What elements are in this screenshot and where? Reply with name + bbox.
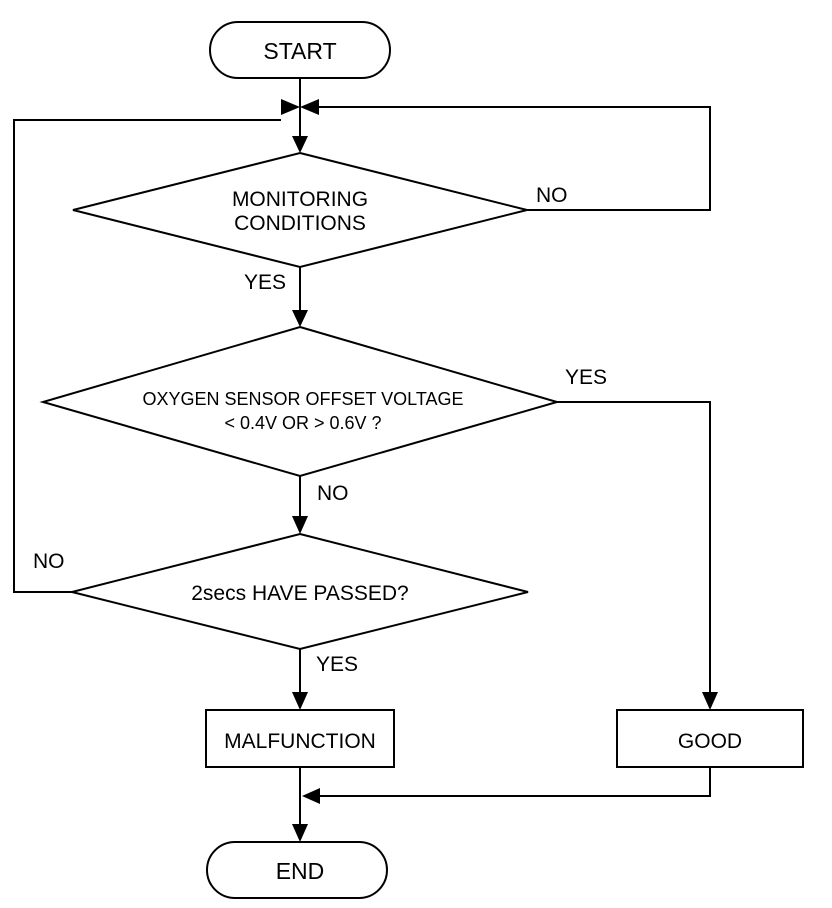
arrow-down-icon — [292, 692, 308, 710]
time-passed-label: 2secs HAVE PASSED? — [191, 582, 408, 605]
malfunction-label: MALFUNCTION — [224, 730, 376, 753]
good-label: GOOD — [678, 730, 742, 753]
edge-time-no-loop — [13, 119, 281, 593]
edge-good-to-merge — [318, 767, 711, 797]
end-label: END — [276, 858, 325, 884]
arrow-down-icon — [702, 692, 718, 710]
malfunction-box: MALFUNCTION — [205, 709, 395, 768]
arrow-down-icon — [292, 516, 308, 534]
end-terminal: END — [206, 841, 388, 899]
start-terminal: START — [209, 21, 391, 79]
offset-label-line2: < 0.4V OR > 0.6V ? — [224, 413, 381, 433]
offset-no-label: NO — [317, 482, 349, 505]
monitoring-label-line2: CONDITIONS — [234, 212, 366, 235]
arrow-down-icon — [281, 99, 300, 115]
offset-voltage-decision: OXYGEN SENSOR OFFSET VOLTAGE < 0.4V OR >… — [39, 325, 561, 478]
arrow-down-icon — [292, 310, 308, 327]
monitoring-no-label: NO — [536, 184, 568, 207]
time-no-label: NO — [33, 550, 65, 573]
offset-yes-label: YES — [565, 366, 607, 389]
good-box: GOOD — [616, 709, 804, 768]
arrow-left-icon — [302, 788, 320, 804]
edge-offset-yes — [557, 401, 711, 694]
offset-label-line1: OXYGEN SENSOR OFFSET VOLTAGE — [142, 389, 463, 409]
start-label: START — [263, 38, 336, 64]
arrow-down-icon — [292, 136, 308, 153]
arrow-left-icon — [300, 99, 319, 115]
monitoring-label-line1: MONITORING — [232, 188, 368, 211]
monitoring-yes-label: YES — [244, 271, 286, 294]
time-passed-decision: 2secs HAVE PASSED? — [71, 532, 529, 651]
edge-monitoring-no-loop — [319, 106, 711, 211]
arrow-down-icon — [292, 824, 308, 842]
monitoring-conditions-decision: MONITORING CONDITIONS — [72, 151, 528, 269]
time-yes-label: YES — [316, 653, 358, 676]
